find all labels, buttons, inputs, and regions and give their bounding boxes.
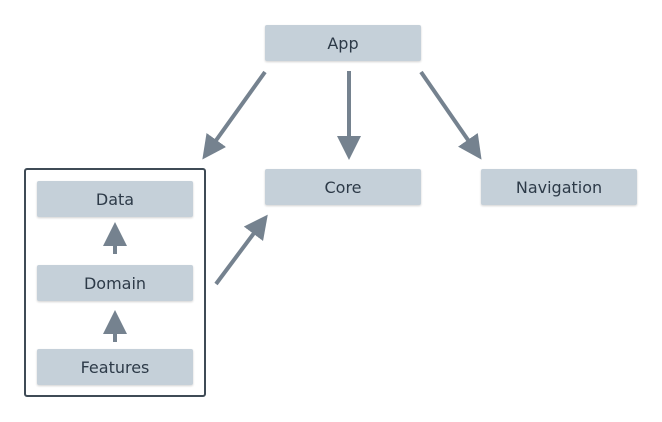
node-domain-label: Domain xyxy=(83,273,147,293)
module-group xyxy=(24,168,206,397)
node-domain[interactable]: Domain xyxy=(37,265,193,301)
node-app-label: App xyxy=(327,33,359,53)
node-navigation-label: Navigation xyxy=(515,177,603,197)
arrow-app-to-navigation xyxy=(419,70,482,160)
node-core-label: Core xyxy=(324,177,362,197)
node-features[interactable]: Features xyxy=(37,349,193,385)
arrow-app-to-group xyxy=(202,70,267,160)
arrow-domain-to-core xyxy=(214,214,268,286)
node-core[interactable]: Core xyxy=(265,169,421,205)
node-features-label: Features xyxy=(80,357,150,377)
node-data[interactable]: Data xyxy=(37,181,193,217)
node-navigation[interactable]: Navigation xyxy=(481,169,637,205)
node-app[interactable]: App xyxy=(265,25,421,61)
node-data-label: Data xyxy=(95,189,135,209)
